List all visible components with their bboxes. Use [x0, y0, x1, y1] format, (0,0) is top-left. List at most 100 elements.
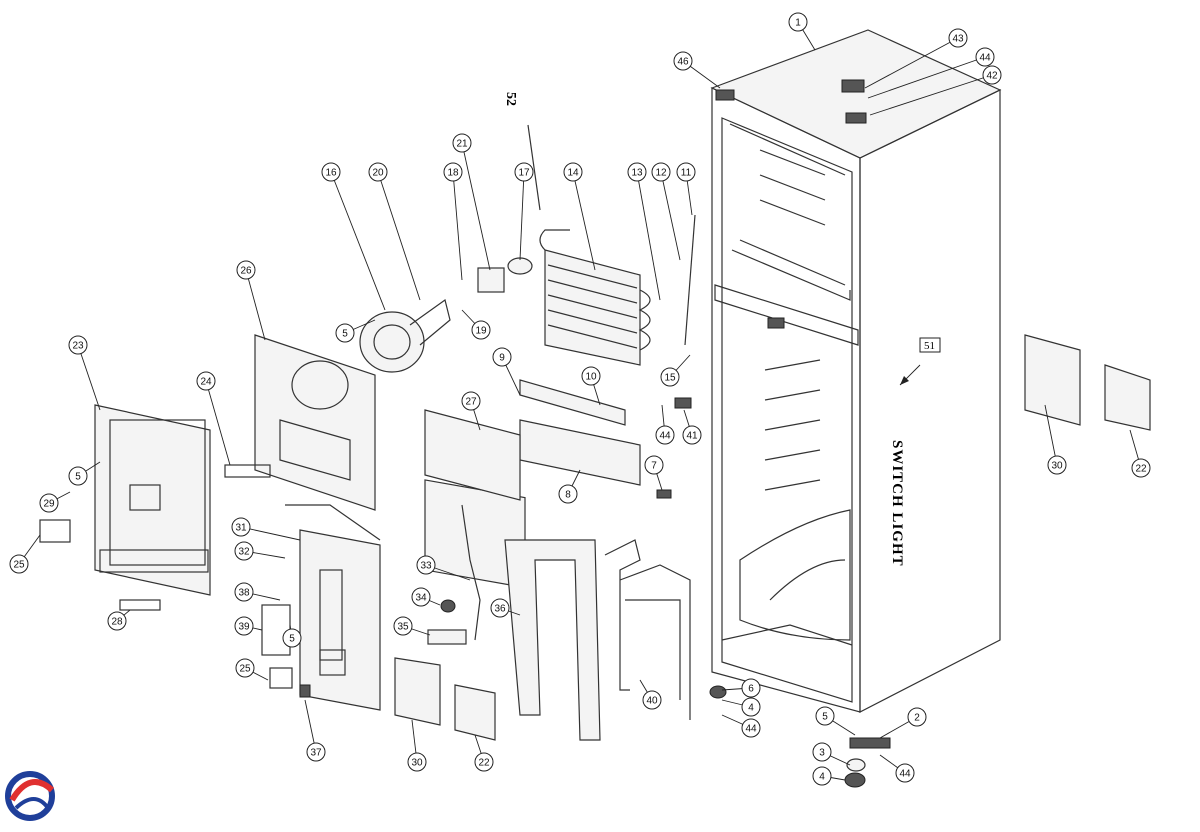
callout-number: 31	[235, 523, 247, 534]
callout-c33: 33	[416, 555, 436, 575]
control-box	[394, 657, 441, 726]
callout-c3: 3	[812, 742, 832, 762]
callout-c7: 7	[644, 455, 664, 475]
callout-c30b: 30	[407, 752, 427, 772]
callout-c4b: 4	[741, 697, 761, 717]
part-34	[440, 599, 456, 613]
leader-c12	[660, 171, 681, 261]
callout-number: 30	[1051, 461, 1063, 472]
callout-number: 19	[475, 326, 487, 337]
callout-number: 39	[238, 622, 250, 633]
callout-c42: 42	[982, 65, 1002, 85]
callout-number: 30	[411, 758, 423, 769]
callout-number: 23	[72, 341, 84, 352]
callout-number: 43	[952, 34, 964, 45]
callout-c30a: 30	[1047, 455, 1067, 475]
callout-number: 6	[748, 684, 754, 695]
callout-c1: 1	[788, 12, 808, 32]
callout-c40: 40	[642, 690, 662, 710]
leader-c31	[240, 526, 301, 541]
callout-c5c: 5	[282, 628, 302, 648]
callout-c37: 37	[306, 742, 326, 762]
callout-c17: 17	[514, 162, 534, 182]
callout-c44d: 44	[895, 763, 915, 783]
leader-c42	[869, 74, 993, 116]
callout-c36: 36	[490, 598, 510, 618]
callout-number: 7	[651, 461, 657, 472]
front-panel	[39, 404, 211, 611]
fan-motor	[477, 267, 505, 293]
callout-c12: 12	[651, 162, 671, 182]
callout-number: 9	[499, 353, 505, 364]
callout-c22b: 22	[474, 752, 494, 772]
water-tank	[504, 539, 601, 741]
callout-number: 17	[518, 168, 530, 179]
callout-c43: 43	[948, 28, 968, 48]
callout-c35: 35	[393, 616, 413, 636]
leader-c44c	[867, 56, 986, 99]
hinge-bottom	[849, 737, 891, 749]
leveling-foot-base	[844, 772, 866, 788]
callout-c5d: 5	[815, 706, 835, 726]
callout-number: 5	[822, 712, 828, 723]
label-51: 51	[924, 340, 935, 352]
evaporator	[539, 229, 651, 366]
callout-c5a: 5	[335, 323, 355, 343]
callout-number: 38	[238, 588, 250, 599]
callout-number: 5	[342, 329, 348, 340]
callout-number: 18	[447, 168, 459, 179]
leveling-foot	[846, 758, 866, 772]
callout-c46: 46	[673, 51, 693, 71]
callout-c34: 34	[411, 587, 431, 607]
pcb-board-right	[1104, 364, 1151, 431]
callout-number: 32	[238, 547, 250, 558]
callout-c19: 19	[471, 320, 491, 340]
callout-number: 27	[465, 397, 477, 408]
callout-c32: 32	[234, 541, 254, 561]
roller	[709, 685, 727, 699]
callout-number: 22	[1135, 464, 1147, 475]
callout-c27: 27	[461, 391, 481, 411]
leader-c17	[519, 171, 525, 261]
callout-c44a: 44	[655, 425, 675, 445]
leader-c30a	[1044, 404, 1058, 466]
cabinet	[710, 29, 1002, 713]
callout-c16: 16	[321, 162, 341, 182]
callout-number: 34	[415, 593, 427, 604]
switch-41	[674, 397, 692, 409]
callout-number: 20	[372, 168, 384, 179]
label-51-arrowhead	[900, 376, 909, 385]
back-panel	[224, 334, 376, 511]
callout-number: 4	[819, 772, 825, 783]
callout-number: 16	[325, 168, 337, 179]
callout-number: 13	[631, 168, 643, 179]
leader-c24	[205, 380, 231, 466]
callout-c39: 39	[234, 616, 254, 636]
leader-c43	[864, 37, 959, 89]
callout-c13: 13	[627, 162, 647, 182]
callout-number: 4	[748, 703, 754, 714]
callout-c15: 15	[660, 367, 680, 387]
callout-number: 36	[494, 604, 506, 615]
switch-35	[427, 629, 467, 645]
wire-harness-33	[461, 504, 481, 641]
leader-c16	[330, 171, 386, 311]
wire-11	[684, 214, 696, 346]
gaskets	[604, 539, 691, 720]
callout-number: 40	[646, 696, 658, 707]
callout-number: 35	[397, 622, 409, 633]
callout-number: 10	[585, 372, 597, 383]
callout-c18: 18	[443, 162, 463, 182]
callout-number: 14	[567, 168, 579, 179]
leader-c13	[636, 171, 661, 301]
leader-c21	[461, 142, 491, 271]
callout-c24: 24	[196, 371, 216, 391]
leader-c23	[77, 344, 101, 411]
callout-number: 12	[655, 168, 667, 179]
callout-c44b: 44	[741, 718, 761, 738]
callout-number: 3	[819, 748, 825, 759]
evaporator-cover	[519, 419, 641, 486]
callout-number: 24	[200, 377, 212, 388]
